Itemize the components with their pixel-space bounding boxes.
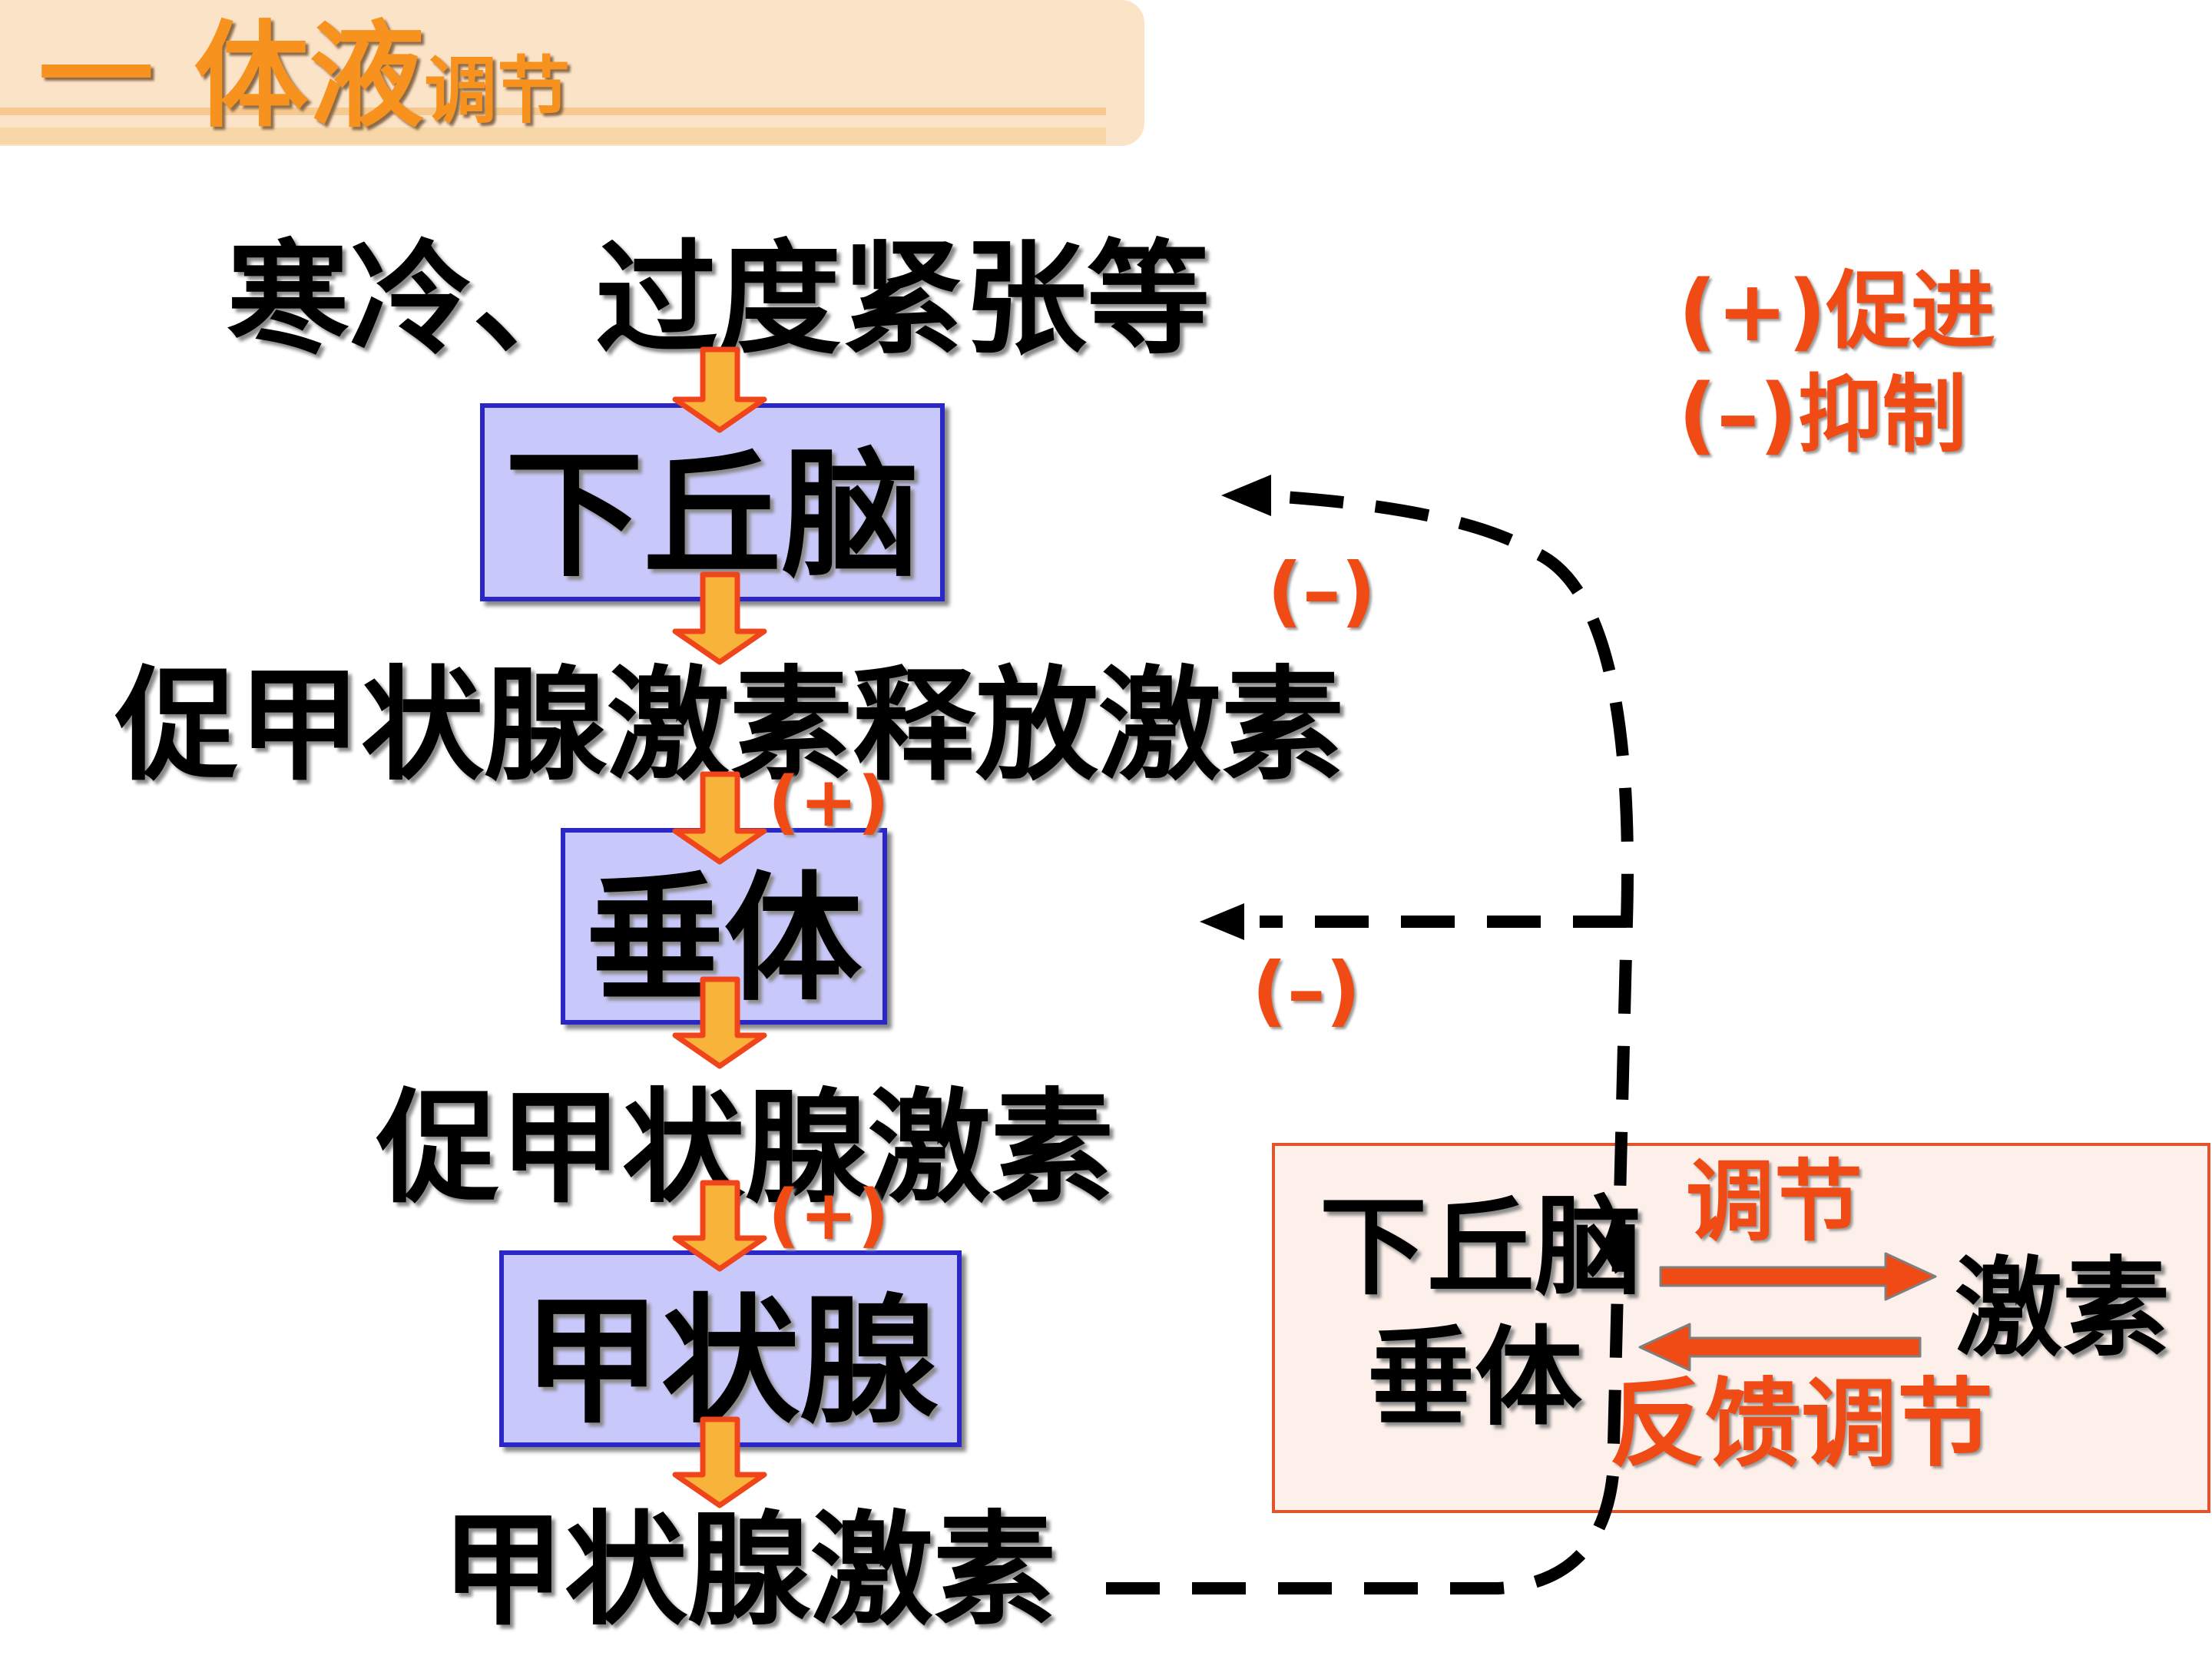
title-stripe-lower [0, 127, 1106, 144]
fb-left-line2: 垂体 [1367, 1316, 1583, 1441]
flow-arrow-4 [672, 976, 767, 1069]
fb-right: 激素 [1955, 1247, 2171, 1372]
legend-promote: (+)促进 [1678, 262, 1995, 360]
flow-arrow-2 [672, 571, 767, 665]
fb-right-arrow [1659, 1252, 1937, 1301]
thyroid-label: 甲状腺 [522, 1281, 938, 1442]
title-main: 一 体液 [38, 10, 425, 144]
feedback-arrowhead-pituitary [1200, 903, 1244, 940]
fb-bottom-label: 反馈调节 [1609, 1369, 1993, 1480]
minus-label-2: (–) [1252, 945, 1361, 1035]
plus-label-1: (+) [768, 762, 889, 843]
legend-inhibit: (–)抑制 [1678, 366, 1967, 464]
title-stripe [0, 108, 1106, 115]
title-sub: 调节 [424, 49, 571, 134]
fb-left-arrow [1638, 1323, 1922, 1372]
flow-arrow-3 [672, 771, 767, 865]
hypothalamus-label: 下丘脑 [505, 435, 920, 596]
feedback-arrowhead-hypothalamus [1221, 475, 1271, 516]
th-text: 甲状腺激素 [442, 1498, 1057, 1642]
plus-label-2: (+) [768, 1175, 889, 1256]
fb-left-line1: 下丘脑 [1320, 1185, 1643, 1310]
title-banner [0, 0, 1144, 146]
flow-arrow-1 [672, 346, 767, 433]
hypothalamus-box: 下丘脑 [480, 403, 945, 601]
minus-label-1: (–) [1267, 546, 1376, 636]
flow-arrow-6 [672, 1416, 767, 1508]
fb-top-label: 调节 [1686, 1151, 1863, 1253]
stimulus-text: 寒冷、过度紧张等 [227, 227, 1210, 371]
feedback-dash-main [1106, 489, 1634, 1594]
flow-arrow-5 [672, 1180, 767, 1272]
feedback-box [1272, 1143, 2210, 1513]
page-title: 一 体液调节 [38, 15, 570, 138]
tsh-text: 促甲状腺激素 [376, 1076, 1114, 1220]
